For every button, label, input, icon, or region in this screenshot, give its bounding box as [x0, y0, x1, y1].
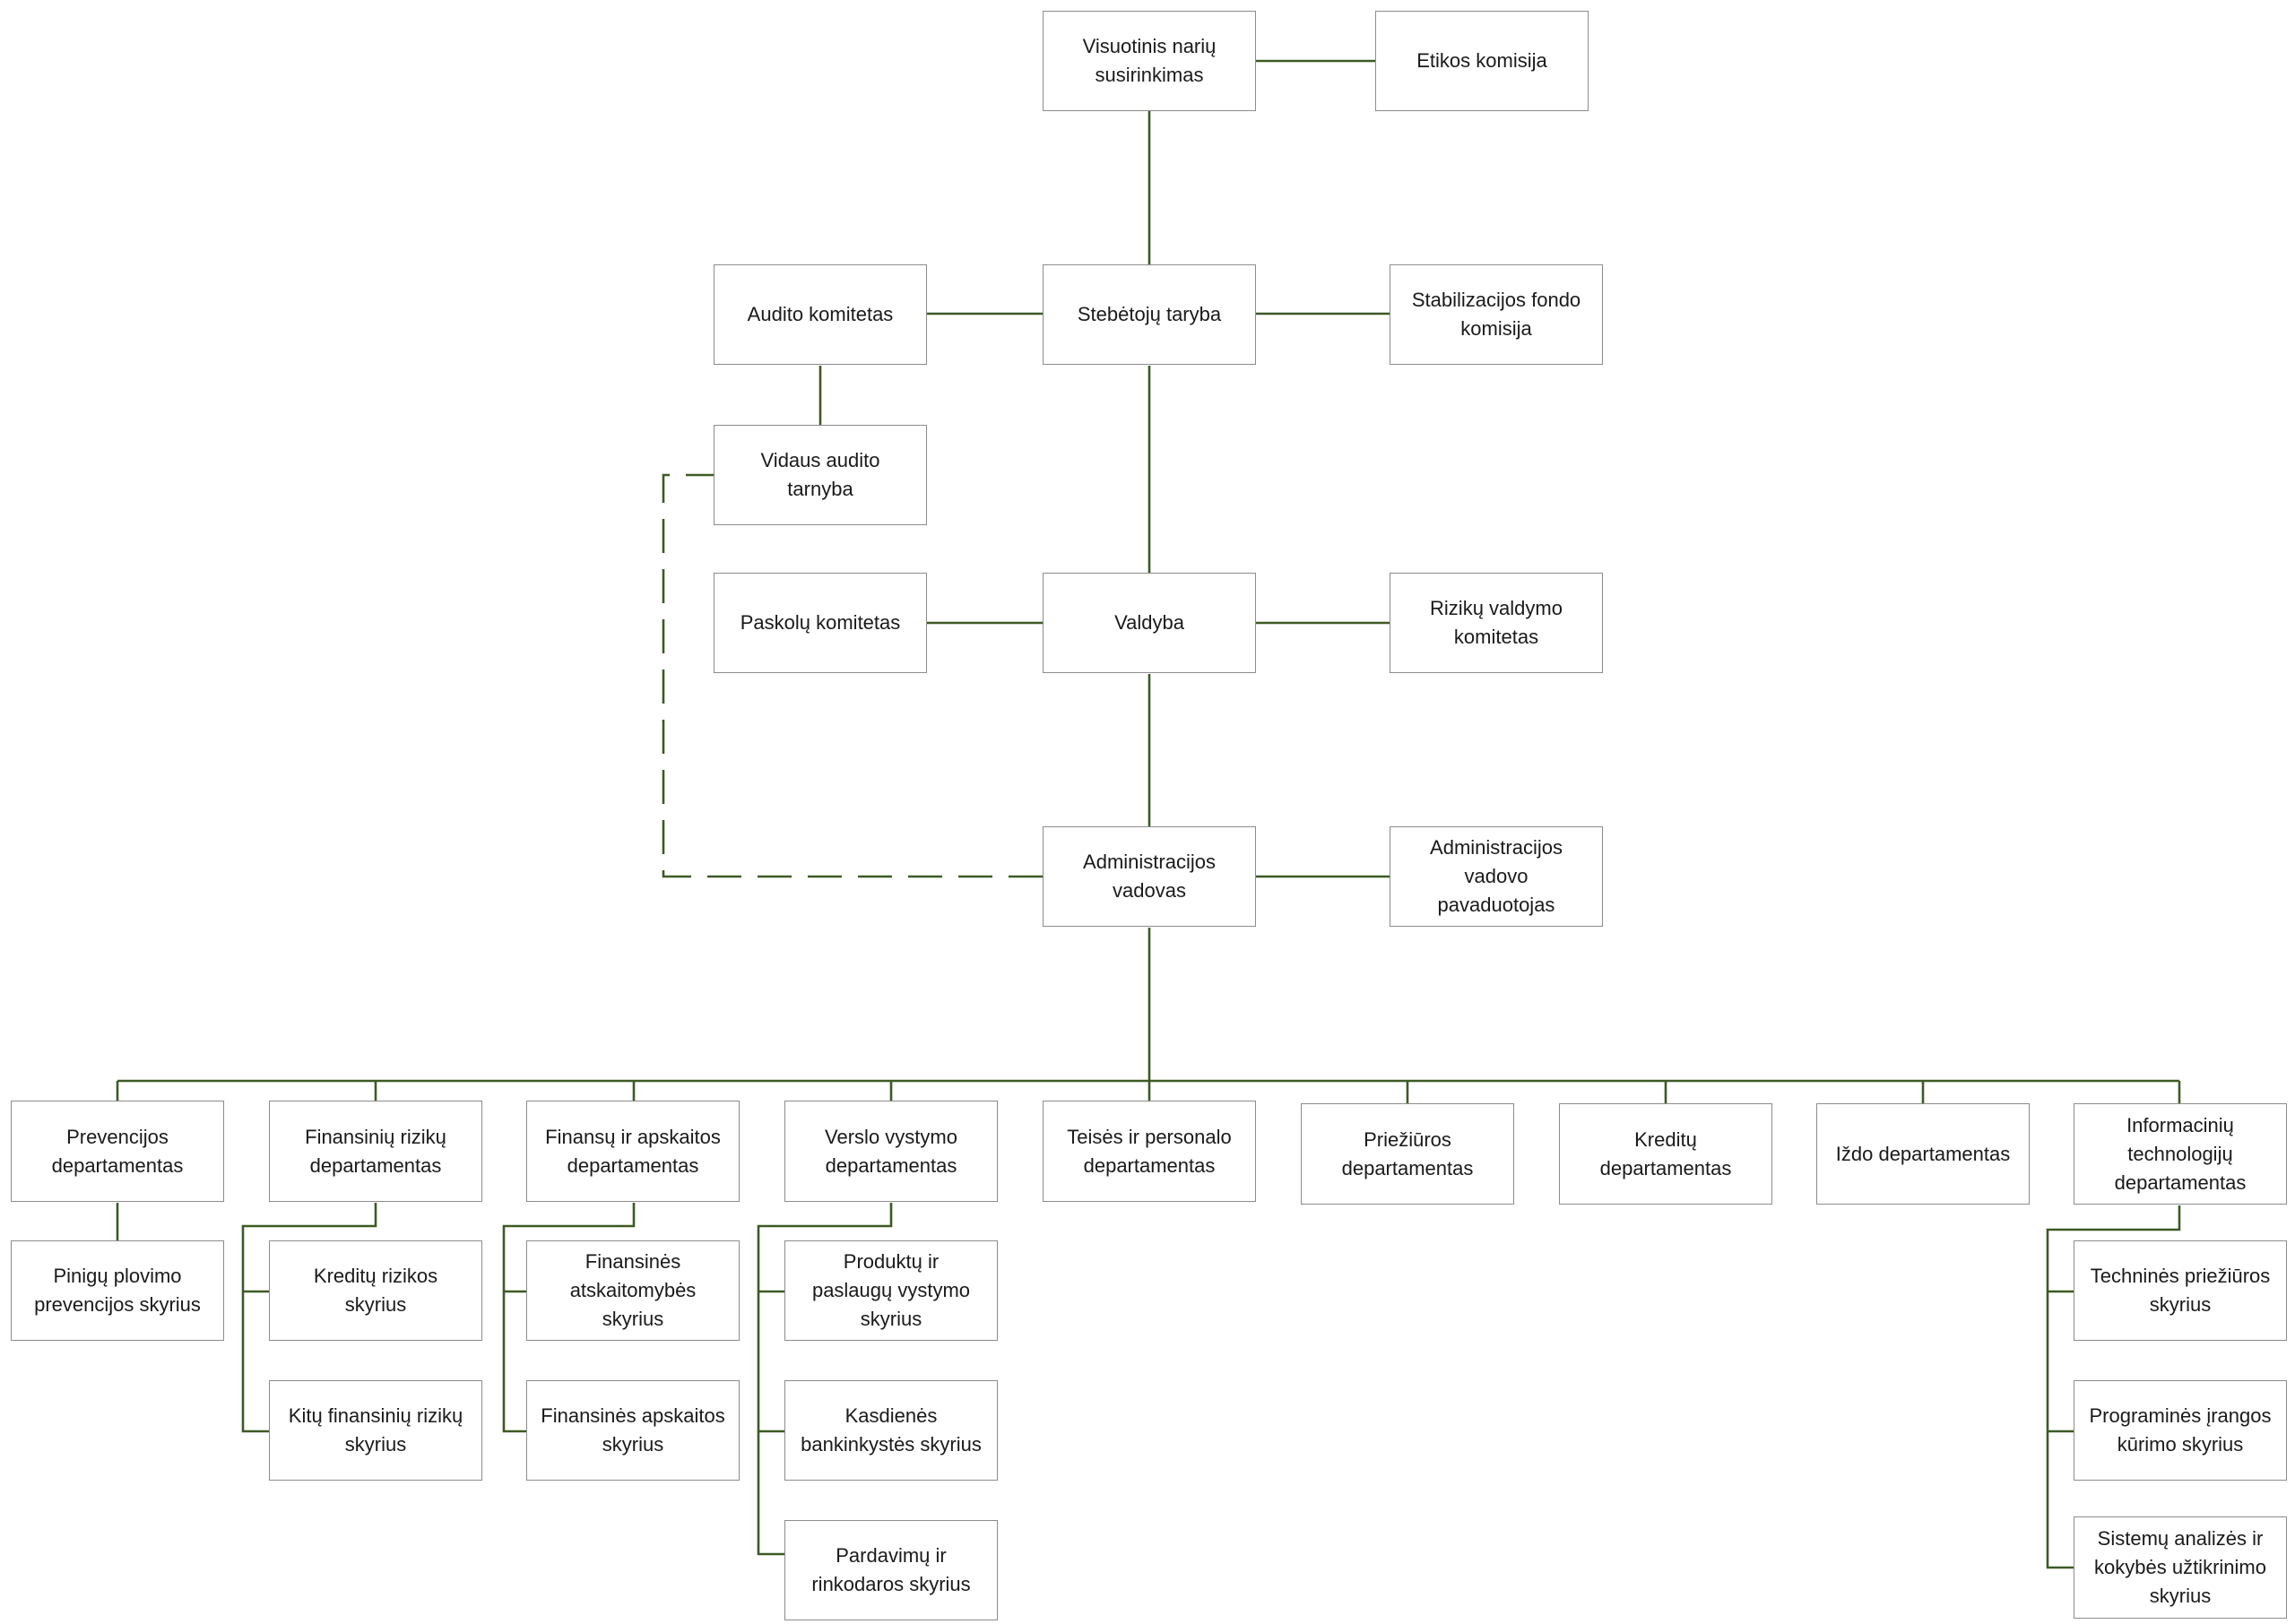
node-business-development-department: Verslo vystymo departamentas: [784, 1101, 998, 1202]
node-daily-banking-division: Kasdienės bankinkystės skyrius: [784, 1380, 998, 1481]
node-supervision-department: Priežiūros departamentas: [1301, 1103, 1514, 1205]
node-law-personnel-department: Teisės ir personalo departamentas: [1043, 1101, 1256, 1202]
node-it-department: Informacinių technologijų departamentas: [2074, 1103, 2287, 1205]
tree-financial-risk: [241, 1203, 377, 1433]
node-financial-risk-department: Finansinių rizikų departamentas: [269, 1101, 482, 1202]
node-aml-division: Pinigų plovimo prevencijos skyrius: [11, 1240, 224, 1341]
node-credit-risk-division: Kreditų rizikos skyrius: [269, 1240, 482, 1341]
node-stabilization-fund-commission: Stabilizacijos fondo komisija: [1390, 264, 1603, 365]
tree-it: [2046, 1205, 2181, 1569]
node-internal-audit: Vidaus audito tarnyba: [714, 425, 927, 525]
node-credit-department: Kreditų departamentas: [1559, 1103, 1772, 1205]
node-financial-reporting-division: Finansinės atskaitomybės skyrius: [526, 1240, 740, 1341]
node-other-financial-risk-division: Kitų finansinių rizikų skyrius: [269, 1380, 482, 1481]
node-ethics-commission: Etikos komisija: [1375, 11, 1589, 111]
node-board: Valdyba: [1043, 573, 1256, 673]
node-sales-marketing-division: Pardavimų ir rinkodaros skyrius: [784, 1520, 998, 1620]
node-financial-accounting-division: Finansinės apskaitos skyrius: [526, 1380, 740, 1481]
tree-business-development: [757, 1203, 893, 1556]
node-prevention-department: Prevencijos departamentas: [11, 1101, 224, 1202]
node-technical-maintenance-division: Techninės priežiūros skyrius: [2074, 1240, 2287, 1341]
tree-finance-accounting: [502, 1203, 636, 1433]
node-product-service-development-division: Produktų ir paslaugų vystymo skyrius: [784, 1240, 998, 1341]
node-loan-committee: Paskolų komitetas: [714, 573, 927, 673]
node-supervisory-council: Stebėtojų taryba: [1043, 264, 1256, 365]
node-systems-analysis-qa-division: Sistemų analizės ir kokybės užtikrinimo …: [2074, 1516, 2287, 1619]
node-software-development-division: Programinės įrangos kūrimo skyrius: [2074, 1380, 2287, 1481]
node-risk-management-committee: Rizikų valdymo komitetas: [1390, 573, 1603, 673]
node-treasury-department: Iždo departamentas: [1816, 1103, 2030, 1205]
node-audit-committee: Audito komitetas: [714, 264, 927, 365]
node-head-of-administration: Administracijos vadovas: [1043, 826, 1256, 927]
dashed-connector-head-internal-audit: [662, 473, 1043, 878]
node-general-assembly: Visuotinis narių susirinkimas: [1043, 11, 1256, 111]
node-finance-accounting-department: Finansų ir apskaitos departamentas: [526, 1101, 740, 1202]
node-deputy-head-of-administration: Administracijos vadovo pavaduotojas: [1390, 826, 1603, 927]
